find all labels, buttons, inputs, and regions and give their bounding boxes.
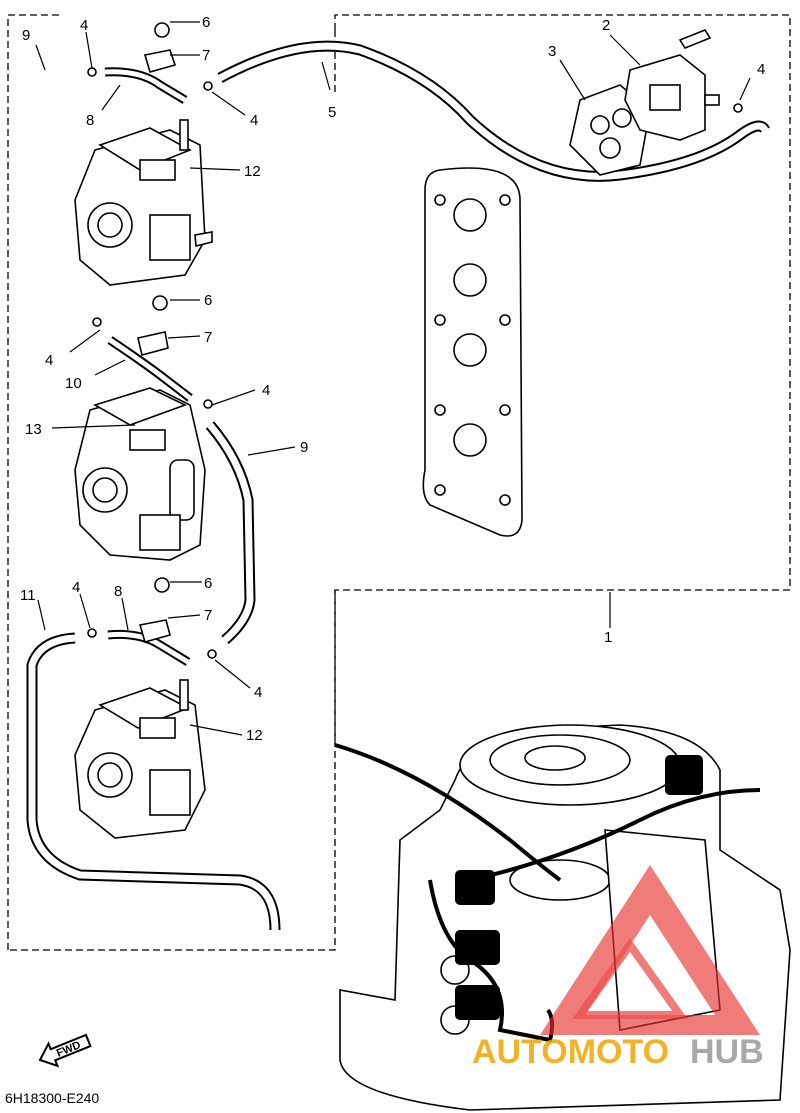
callout-6-top: 6: [202, 14, 210, 31]
callout-13: 13: [25, 421, 42, 438]
carburetor-middle: [74, 387, 206, 561]
watermark: AUTOMOTO HUB: [472, 865, 764, 1071]
hose-9-top: [25, 75, 97, 323]
callout-4-top-left: 4: [80, 17, 88, 34]
callout-12-bottom: 12: [246, 727, 263, 744]
callout-12-top: 12: [244, 163, 261, 180]
callout-8-bottom: 8: [114, 583, 122, 600]
hose-8-bottom: [107, 630, 191, 666]
watermark-text-automoto: AUTOMOTO: [472, 1033, 669, 1071]
callout-4-middle-right: 4: [262, 382, 270, 399]
leader-lines: [35, 21, 751, 736]
callout-4-pump: 4: [757, 61, 765, 78]
hose-9-middle: [205, 421, 256, 645]
callout-7-middle: 7: [204, 329, 212, 346]
callout-9-top: 9: [22, 27, 30, 44]
carburetor-top: [74, 119, 213, 286]
callout-4-top-right: 4: [250, 112, 258, 129]
fwd-label: FWD: [55, 1039, 83, 1060]
callout-7-bottom: 7: [204, 607, 212, 624]
hose-11: [26, 632, 281, 931]
clamps-and-screws: [87, 22, 743, 659]
diagram-code: 6H18300-E240: [5, 1090, 99, 1106]
callout-3: 3: [548, 43, 556, 60]
callout-5: 5: [328, 104, 336, 121]
hose-10: [107, 336, 193, 402]
callout-labels: 9 4 6 7 8 4 5 3 2 4 12 6 7 4 10 4 13 9 1…: [20, 14, 765, 744]
dashed-boundaries: [7, 14, 791, 951]
watermark-text-hub: HUB: [690, 1033, 764, 1071]
callout-4-bottom-left: 4: [72, 579, 80, 596]
callout-8-top: 8: [86, 112, 94, 129]
callout-6-bottom: 6: [204, 575, 212, 592]
callout-1: 1: [604, 629, 612, 646]
callout-4-bottom-right: 4: [254, 684, 262, 701]
callout-2: 2: [602, 17, 610, 34]
carburetor-bottom: [74, 679, 206, 839]
callout-7-top: 7: [202, 47, 210, 64]
hose-8-top: [104, 67, 188, 104]
cylinder-head-gasket: [422, 167, 523, 537]
callout-11: 11: [20, 587, 36, 604]
fwd-arrow: FWD: [38, 1033, 92, 1068]
hose-5: [217, 40, 770, 182]
fuel-pump-body: [624, 29, 720, 141]
callout-9-middle: 9: [300, 439, 308, 456]
callout-6-middle: 6: [204, 292, 212, 309]
callout-4-middle-left: 4: [45, 352, 53, 369]
fuel-pump-gasket: [569, 84, 651, 176]
callout-10: 10: [65, 375, 82, 392]
